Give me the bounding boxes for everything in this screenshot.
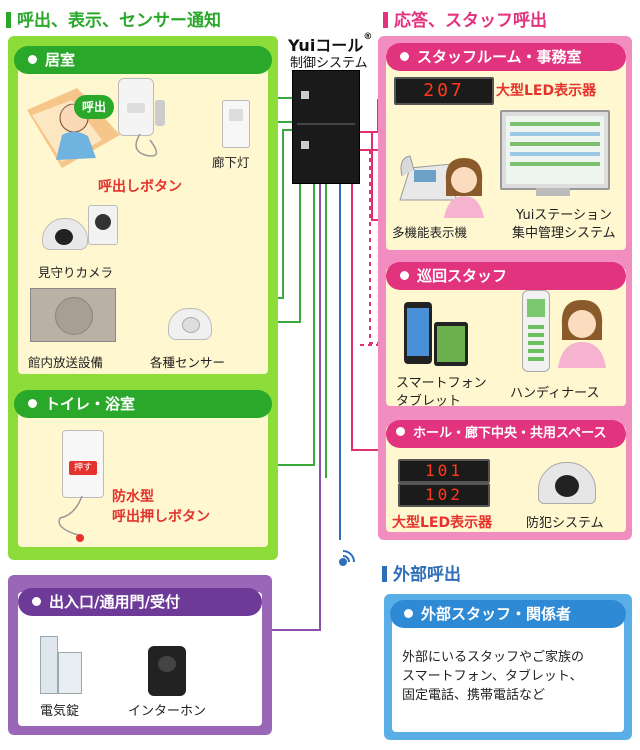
staff-room-title-pill: スタッフルーム・事務室 [386, 43, 626, 71]
phone-label: 多機能表示機 [392, 225, 468, 240]
speaker-icon [30, 288, 116, 342]
device-label-2: タブレット [396, 394, 462, 409]
broadcast-label: 館内放送設備 [28, 355, 104, 370]
sensor-label: 各種センサー [150, 355, 226, 370]
sensor-icon [168, 308, 212, 340]
device-label-1: スマートフォン [396, 376, 487, 391]
call-cord-plug-icon [155, 100, 165, 126]
monitor-stand-icon [536, 188, 570, 196]
handy-nurse-phone-icon [522, 290, 550, 372]
wireless-signal-icon [337, 546, 359, 568]
handy-nurse-label: ハンディナース [510, 386, 600, 401]
staff-woman-illustration [438, 156, 490, 218]
security-label: 防犯システム [526, 516, 604, 531]
brand-logo: Yuiコール® [288, 32, 373, 55]
camera-label: 見守りカメラ [38, 265, 114, 280]
desk-phone-icon [396, 150, 458, 206]
hall-title-pill: ホール・廊下中央・共用スペース [386, 420, 626, 448]
hall-led-display-2: 102 [398, 483, 490, 507]
external-text-3: 固定電話、携帯電話など [402, 688, 546, 703]
intercom-icon [148, 646, 186, 696]
section-title-right: 応答、スタッフ呼出 [383, 6, 547, 31]
call-button-label: 呼出しボタン [98, 179, 182, 195]
control-system-unit-icon [292, 70, 360, 184]
external-text-1: 外部にいるスタッフやご家族の [402, 650, 585, 665]
control-system-label: 制御システム [290, 56, 368, 71]
staff-room-led-label: 大型LED表示器 [496, 83, 597, 99]
hall-led-label: 大型LED表示器 [392, 515, 493, 531]
toilet-title-pill: トイレ・浴室 [14, 390, 272, 418]
camera-box-icon [88, 205, 118, 245]
toilet-label-2: 呼出押しボタン [112, 509, 210, 525]
patient-illustration [22, 80, 122, 170]
staff-room-led-display: 207 [394, 77, 494, 105]
security-camera-icon [538, 462, 596, 504]
intercom-label: インターホン [128, 704, 207, 719]
smartphone-icon [404, 302, 432, 364]
nurse-illustration [552, 296, 612, 368]
section-title-outside: 外部呼出 [382, 560, 461, 585]
electric-lock-left-icon [40, 636, 58, 694]
line-patrol-dashed [369, 150, 392, 344]
corridor-light-label: 廊下灯 [212, 155, 250, 170]
dome-camera-icon [42, 218, 88, 250]
corridor-light-icon [222, 100, 250, 148]
entrance-title-pill: 出入口/通用門/受付 [18, 588, 262, 616]
station-label-1: Yuiステーション [516, 208, 613, 223]
room-title-pill: 居室 [14, 46, 272, 74]
electric-lock-right-icon [58, 652, 82, 694]
electric-lock-label: 電気錠 [40, 704, 80, 719]
external-text-2: スマートフォン、タブレット、 [402, 669, 583, 684]
tablet-icon [434, 322, 468, 366]
patrol-title-pill: 巡回スタッフ [386, 262, 626, 290]
hall-led-display-1: 101 [398, 459, 490, 483]
toilet-label-1: 防水型 [112, 489, 154, 505]
station-monitor-icon [500, 110, 610, 190]
external-title-pill: 外部スタッフ・関係者 [390, 600, 626, 628]
call-bubble: 呼出 [74, 95, 114, 119]
call-button-device-icon [118, 78, 154, 136]
section-title-left: 呼出、表示、センサー通知 [6, 6, 221, 31]
waterproof-call-button-icon: 押す [62, 430, 104, 498]
station-label-2: 集中管理システム [512, 226, 616, 241]
